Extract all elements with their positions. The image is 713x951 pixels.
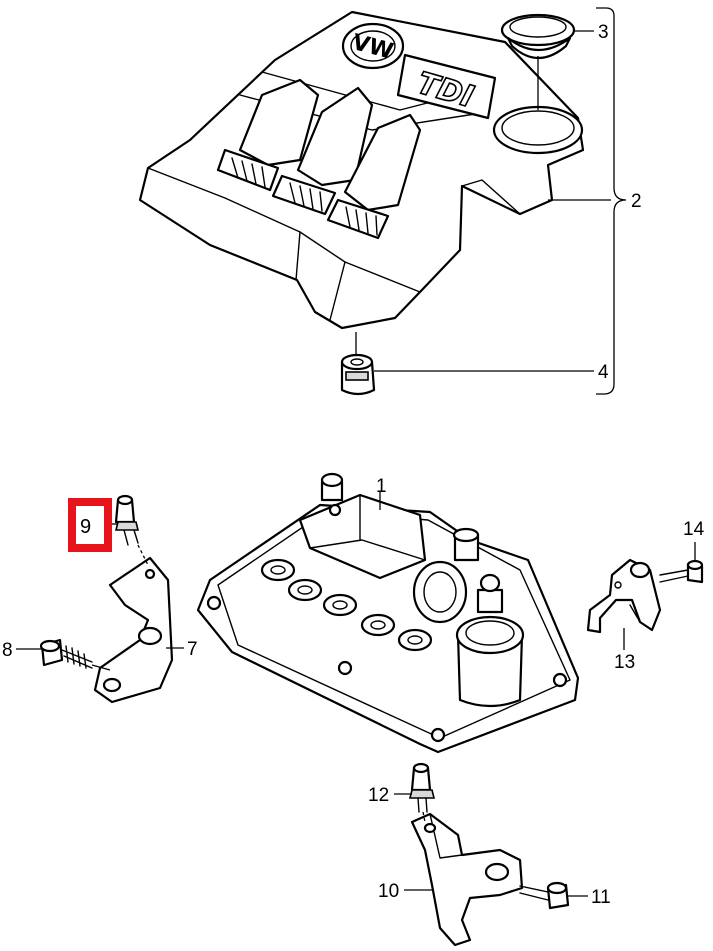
callout-7: 7 — [187, 639, 198, 660]
rubber-mount[interactable] — [340, 353, 376, 396]
vent-middle — [271, 174, 337, 216]
stud-9[interactable] — [114, 494, 140, 546]
callout-12: 12 — [368, 785, 389, 806]
bracket-lower[interactable] — [410, 812, 524, 947]
callout-1: 1 — [376, 476, 387, 497]
vent-right — [326, 198, 390, 240]
engine-cover[interactable]: VW TDI — [138, 10, 585, 330]
callout-10: 10 — [378, 881, 399, 902]
stud-12[interactable] — [408, 762, 436, 813]
vw-logo-icon: VW — [341, 22, 405, 70]
callout-13: 13 — [614, 652, 635, 673]
callout-9-highlight[interactable]: 9 — [68, 498, 112, 552]
bolt-11[interactable] — [519, 881, 570, 910]
callout-2: 2 — [631, 191, 642, 212]
vent-left — [216, 148, 280, 192]
cylinder-head-cover[interactable] — [196, 472, 580, 754]
callout-11: 11 — [591, 887, 611, 908]
callout-14: 14 — [683, 519, 705, 540]
bracket-left[interactable] — [93, 556, 174, 704]
filler-cap[interactable] — [500, 13, 576, 59]
bracket-right[interactable] — [586, 558, 662, 634]
bolt-14[interactable] — [659, 559, 704, 584]
callout-8: 8 — [2, 640, 13, 661]
callout-9: 9 — [80, 516, 91, 538]
bolt-8[interactable] — [39, 638, 93, 669]
callout-4: 4 — [598, 362, 609, 383]
callout-3: 3 — [598, 22, 609, 43]
